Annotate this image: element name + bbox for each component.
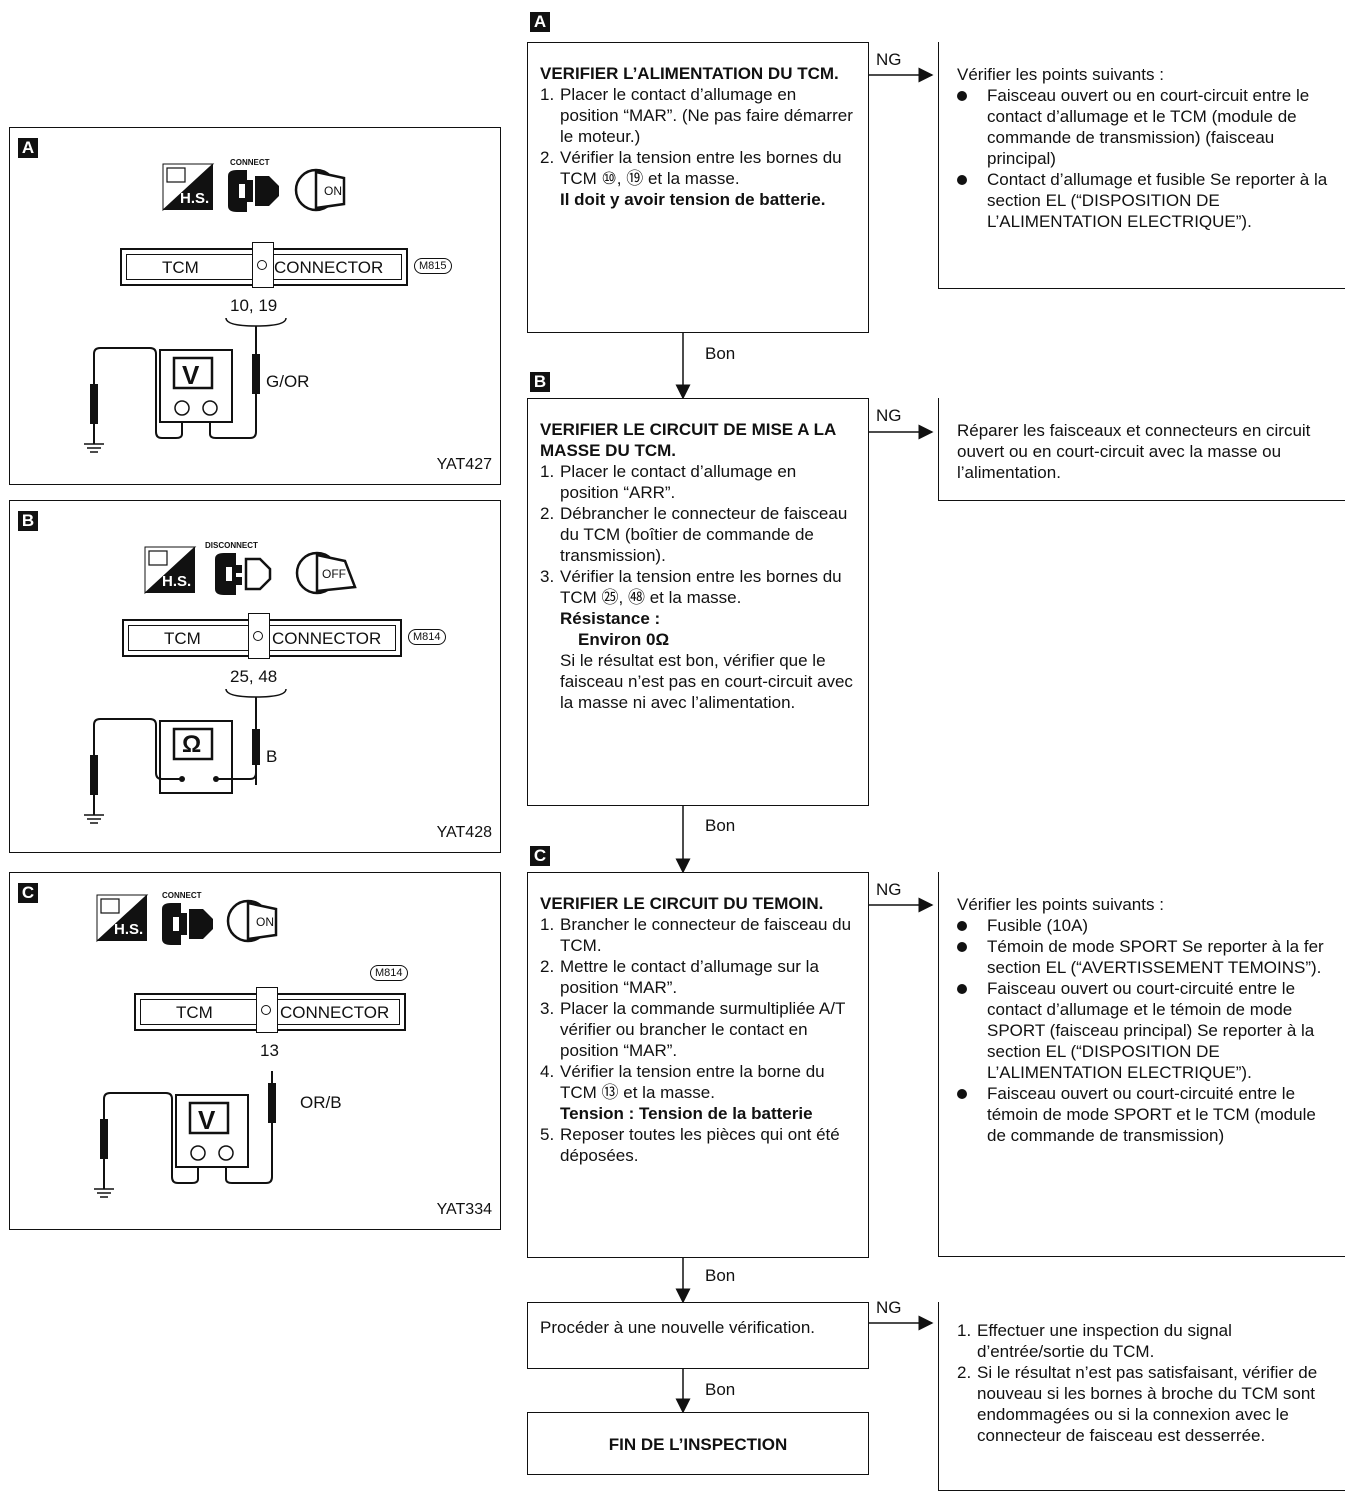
meter-wiring [84,688,287,824]
step-item: 2.Mettre le contact d’allumage sur la po… [540,957,819,997]
step-c-title: VERIFIER LE CIRCUIT DU TEMOIN. [540,894,824,913]
step-item: 5.Reposer toutes les pièces qui ont été … [540,1125,840,1165]
connector-plug-icon [228,170,279,212]
step-a-box: VERIFIER L’ALIMENTATION DU TCM. 1.Placer… [527,42,869,333]
tcm-connector: TCM CONNECTOR [120,242,408,288]
connector-ref: M815 [414,258,452,274]
recheck-ng-box: 1.Effectuer une inspection du signal d’e… [938,1302,1345,1491]
plug-label: DISCONNECT [205,541,258,550]
step-item: 1.Placer le contact d’allumage en positi… [540,85,853,146]
figure-letter: B [18,511,38,531]
ng-text: Réparer les faisceaux et connecteurs en … [957,421,1311,482]
plug-label: CONNECT [162,891,202,900]
meter-symbol: V [198,1105,216,1135]
ng-item: 2.Si le résultat n’est pas satisfaisant,… [957,1363,1318,1445]
ng-title: Vérifier les points suivants : [957,895,1164,914]
switch-label: OFF [322,567,346,581]
figure-code: YAT427 [436,456,492,473]
step-c-ng-box: Vérifier les points suivants : Fusible (… [938,872,1345,1257]
hs-icon [162,163,215,212]
step-b-box: VERIFIER LE CIRCUIT DE MISE A LA MASSE D… [527,398,869,806]
connector-ref: M814 [408,629,446,645]
hs-icon [96,894,149,943]
terminal-numbers: 10, 19 [230,296,278,315]
meter-symbol: Ω [182,731,202,758]
step-item: 3.Placer la commande surmultipliée A/T v… [540,999,846,1060]
figure-b: B H.S. DISCONNECT OFF TCM CONNECTOR M814… [9,500,501,853]
end-box: FIN DE L’INSPECTION [527,1412,869,1475]
ng-label: NG [876,406,902,425]
tcm-label: TCM [164,629,201,648]
ng-item: 1.Effectuer une inspection du signal d’e… [957,1321,1232,1361]
ng-label: NG [876,50,902,69]
figure-a: A H.S. CONNECT ON TCM CONNECTOR M815 10,… [9,127,501,485]
tcm-label: TCM [176,1003,213,1022]
connector-plug-icon [162,903,213,945]
connector-label: CONNECTOR [274,258,384,277]
meter-symbol: V [182,360,200,390]
tcm-connector: TCM CONNECTOR [134,987,406,1033]
step-b-ng-box: Réparer les faisceaux et connecteurs en … [938,398,1345,501]
ignition-key-icon [226,899,278,943]
hs-label: H.S. [162,573,192,590]
hs-label: H.S. [114,921,144,938]
meter-wiring [94,1071,276,1198]
connector-plug-icon [215,553,272,595]
ng-title: Vérifier les points suivants : [957,65,1164,84]
tcm-connector: TCM CONNECTOR [122,613,402,659]
plug-label: CONNECT [230,158,270,167]
recheck-text: Procéder à une nouvelle vérification. [540,1318,815,1337]
figure-letter: A [18,138,38,158]
ng-item: Témoin de mode SPORT Se reporter à la fe… [957,936,1339,978]
bon-label: Bon [705,1380,736,1399]
step-b-title: VERIFIER LE CIRCUIT DE MISE A LA MASSE D… [540,420,836,460]
step-item: 1.Brancher le connecteur de faisceau du … [540,915,852,955]
ng-item: Fusible (10A) [957,915,1339,936]
tcm-label: TCM [162,258,199,277]
bon-label: Bon [705,344,736,363]
figure-code: YAT334 [436,1201,492,1218]
meter-wiring [84,317,287,453]
wire-color: G/OR [266,372,310,391]
bon-label: Bon [705,816,736,835]
bon-label: Bon [705,1266,736,1285]
switch-label: ON [324,184,342,198]
step-c-box: VERIFIER LE CIRCUIT DU TEMOIN. 1.Branche… [527,872,869,1258]
step-a-ng-box: Vérifier les points suivants : Faisceau … [938,42,1345,289]
ng-item: Contact d’allumage et fusible Se reporte… [957,169,1339,232]
connector-ref: M814 [370,965,408,981]
connector-label: CONNECTOR [272,629,382,648]
ignition-key-icon [294,168,346,212]
hs-label: H.S. [180,190,210,207]
wire-color: B [266,747,278,766]
step-b-letter: B [530,372,550,392]
step-item: 1.Placer le contact d’allumage en positi… [540,462,797,502]
figure-c: C H.S. CONNECT ON M814 TCM CONNECTOR 13 [9,872,501,1230]
hs-icon [144,546,197,595]
ng-label: NG [876,880,902,899]
ignition-key-icon [295,551,357,595]
figure-code: YAT428 [436,824,492,841]
wire-color: OR/B [300,1093,342,1112]
terminal-numbers: 13 [260,1041,279,1060]
switch-label: ON [256,915,274,929]
end-label: FIN DE L’INSPECTION [608,1435,788,1454]
step-item: 3.Vérifier la tension entre les bornes d… [540,567,853,712]
step-item: 2.Débrancher le connecteur de faisceau d… [540,504,848,565]
step-a-title: VERIFIER L’ALIMENTATION DU TCM. [540,64,839,83]
ng-label: NG [876,1298,902,1317]
step-item: 2.Vérifier la tension entre les bornes d… [540,148,842,209]
ng-item: Faisceau ouvert ou court-circuité entre … [957,978,1339,1083]
recheck-box: Procéder à une nouvelle vérification. [527,1302,869,1369]
ng-item: Faisceau ouvert ou en court-circuit entr… [957,85,1339,169]
figure-letter: C [18,883,38,903]
step-item: 4.Vérifier la tension entre la borne du … [540,1062,825,1123]
connector-label: CONNECTOR [280,1003,390,1022]
ng-item: Faisceau ouvert ou court-circuité entre … [957,1083,1339,1146]
step-c-letter: C [530,846,550,866]
step-a-letter: A [530,12,550,32]
terminal-numbers: 25, 48 [230,667,278,686]
